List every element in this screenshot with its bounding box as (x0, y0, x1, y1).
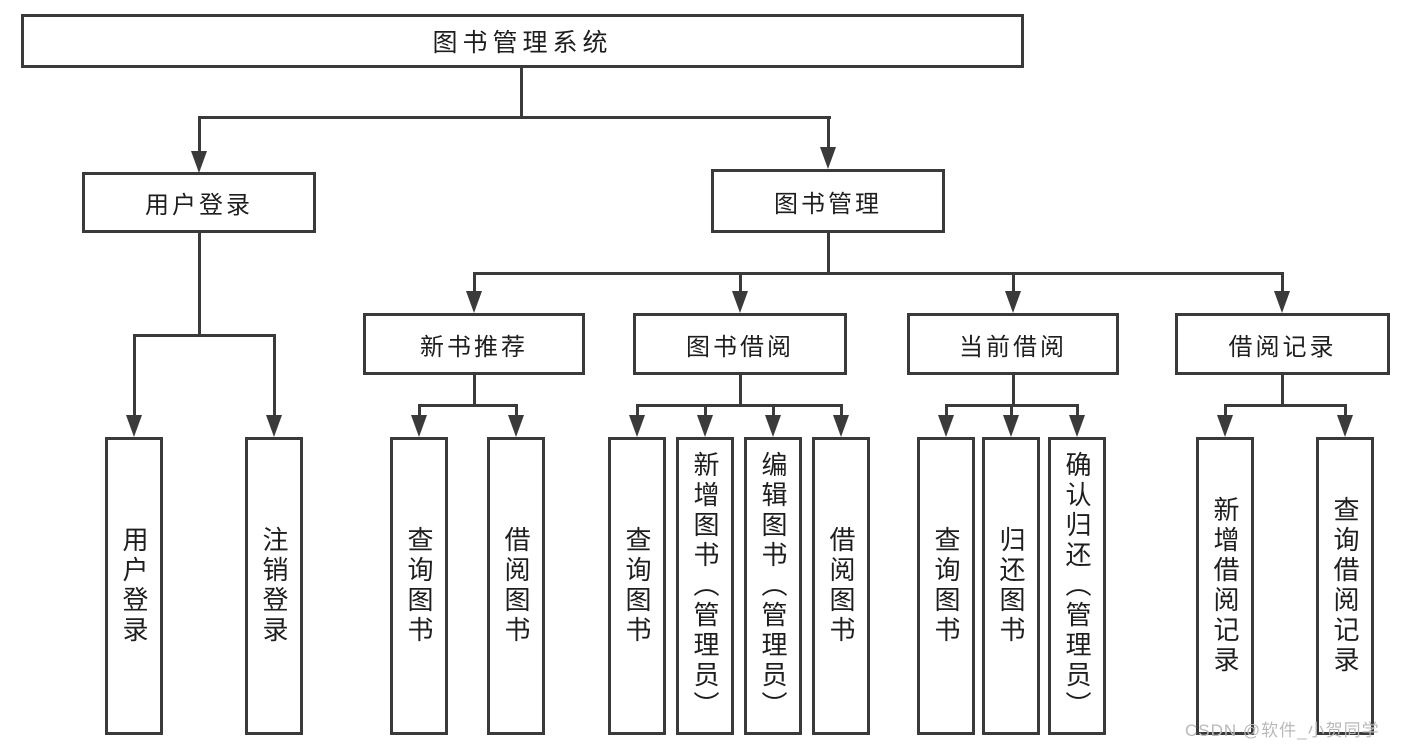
watermark: CSDN @软件_小贺同学 (1185, 721, 1380, 740)
connector-user-login-split (133, 334, 275, 337)
connector-drop-add-record (1224, 404, 1227, 417)
connector-drop-user-login (198, 116, 201, 152)
node-book-borrow: 图书借阅 (633, 313, 847, 375)
leaf-query-book-current: 查询图书 (917, 437, 975, 735)
leaf-add-book-admin: 新增图书（管理员） (676, 437, 734, 735)
connector-drop-query-book-2 (636, 404, 639, 417)
leaf-borrow-book: 借阅图书 (812, 437, 870, 735)
connector-book-management-stem (827, 233, 830, 275)
connector-borrow-records-stem (1281, 375, 1284, 406)
node-new-book-recommend: 新书推荐 (363, 313, 585, 375)
leaf-borrow-book-recommend: 借阅图书 (487, 437, 545, 735)
arrowhead-to-current-borrow (1005, 291, 1021, 313)
leaf-edit-book-admin: 编辑图书（管理员） (744, 437, 802, 735)
leaf-user-login: 用户登录 (105, 437, 163, 735)
leaf-return-book: 归还图书 (982, 437, 1040, 735)
arrowhead-to-user-login (191, 151, 207, 173)
connector-current-borrow-stem (1012, 375, 1015, 406)
arrowhead-to-new-book (466, 291, 482, 313)
connector-new-book-split (418, 404, 518, 407)
node-root-library-management-system: 图书管理系统 (21, 14, 1024, 68)
connector-book-borrow-stem (739, 375, 742, 406)
arrowhead-to-book-borrow (732, 291, 748, 313)
connector-drop-query-book-3 (945, 404, 948, 417)
connector-drop-current-borrow (1012, 272, 1015, 294)
connector-new-book-stem (473, 375, 476, 406)
connector-drop-query-record (1344, 404, 1347, 417)
arrowhead-to-borrow-records (1274, 291, 1290, 313)
leaf-add-borrow-record: 新增借阅记录 (1196, 437, 1254, 735)
connector-drop-new-book (473, 272, 476, 294)
connector-drop-book-management (827, 116, 830, 152)
connector-drop-login (133, 334, 136, 417)
arrowhead-to-query-book-2 (629, 415, 645, 437)
arrowhead-to-return-book (1003, 415, 1019, 437)
leaf-query-book-borrow: 查询图书 (608, 437, 666, 735)
arrowhead-to-add-record (1217, 415, 1233, 437)
connector-root-split (198, 116, 831, 119)
connector-drop-book-borrow (739, 272, 742, 294)
arrowhead-to-borrow-book-2 (833, 415, 849, 437)
arrowhead-to-book-management (820, 147, 836, 169)
node-current-borrow: 当前借阅 (907, 313, 1119, 375)
arrowhead-to-logout (266, 415, 282, 437)
connector-drop-edit-book (772, 404, 775, 417)
arrowhead-to-login (126, 415, 142, 437)
connector-drop-borrow-records (1281, 272, 1284, 294)
node-user-login-branch: 用户登录 (82, 172, 316, 233)
arrowhead-to-query-book-3 (938, 415, 954, 437)
connector-drop-return-book (1010, 404, 1013, 417)
connector-drop-logout (273, 334, 276, 417)
arrowhead-to-confirm-return (1069, 415, 1085, 437)
connector-book-borrow-split (636, 404, 843, 407)
connector-borrow-records-split (1224, 404, 1347, 407)
arrowhead-to-query-record (1337, 415, 1353, 437)
node-book-management-branch: 图书管理 (711, 169, 945, 233)
connector-drop-add-book (704, 404, 707, 417)
arrowhead-to-query-book-1 (411, 415, 427, 437)
connector-drop-borrow-book-1 (515, 404, 518, 417)
leaf-logout: 注销登录 (245, 437, 303, 735)
connector-drop-confirm-return (1076, 404, 1079, 417)
arrowhead-to-add-book (697, 415, 713, 437)
connector-root-stem (520, 68, 523, 118)
connector-drop-query-book-1 (418, 404, 421, 417)
node-borrow-records: 借阅记录 (1175, 313, 1390, 375)
connector-user-login-stem (198, 233, 201, 336)
leaf-confirm-return-admin: 确认归还（管理员） (1048, 437, 1106, 735)
arrowhead-to-borrow-book-1 (508, 415, 524, 437)
leaf-query-book-recommend: 查询图书 (390, 437, 448, 735)
arrowhead-to-edit-book (765, 415, 781, 437)
leaf-query-borrow-record: 查询借阅记录 (1316, 437, 1374, 735)
connector-drop-borrow-book-2 (840, 404, 843, 417)
connector-book-management-split (473, 272, 1283, 275)
